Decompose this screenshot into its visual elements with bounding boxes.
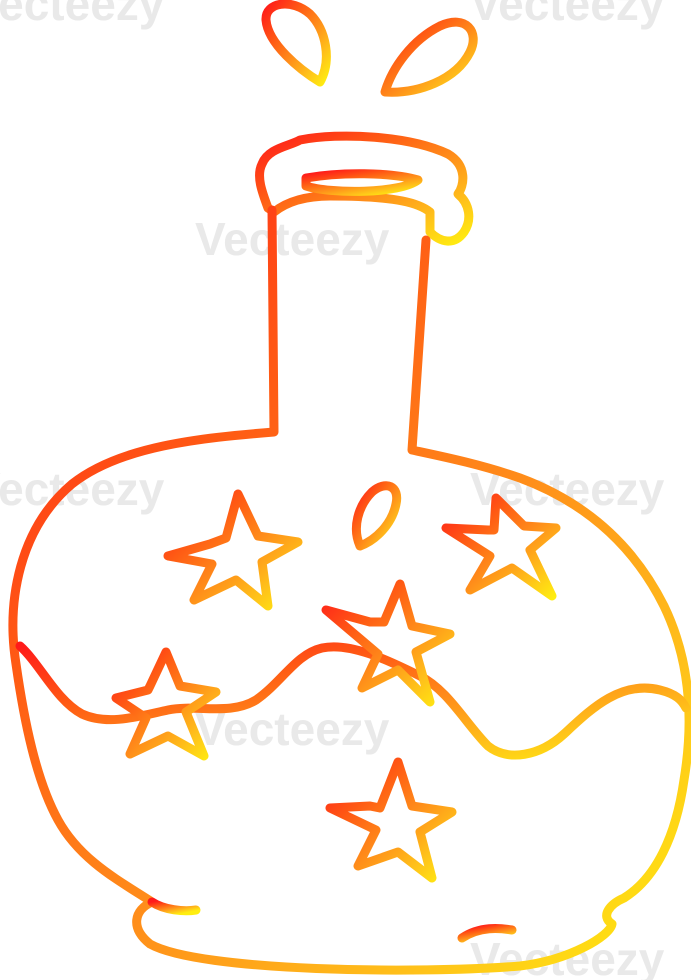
star-icon	[163, 489, 303, 611]
star-icon	[321, 579, 455, 707]
star-icon	[111, 647, 221, 761]
bottle-body	[8, 205, 691, 975]
bottle-bottom-right-notch	[457, 923, 517, 943]
watermark: Vecteezy Vecteezy Vecteezy Vecteezy Vect…	[0, 0, 665, 980]
star-icon	[441, 493, 561, 601]
watermark-text: Vecteezy	[0, 463, 165, 515]
watermark-text: Vecteezy	[195, 213, 390, 265]
bottle-rim	[255, 131, 474, 246]
drop-left-icon	[261, 0, 331, 87]
watermark-text: Vecteezy	[0, 0, 165, 30]
bottle-bottom-left-notch	[147, 897, 201, 916]
star-icon	[325, 757, 457, 883]
drop-right-icon	[380, 17, 478, 97]
watermark-text: Vecteezy	[470, 0, 665, 30]
inner-drop-icon	[352, 481, 402, 551]
bottle-opening	[301, 169, 423, 196]
liquid-wave	[15, 641, 691, 760]
